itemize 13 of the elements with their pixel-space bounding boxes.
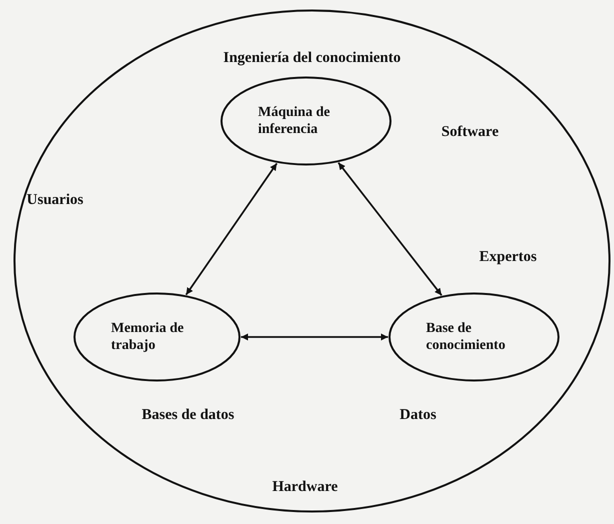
- text-label: Software: [441, 122, 499, 142]
- double-arrow: [185, 162, 278, 296]
- double-arrow: [241, 334, 388, 340]
- diagram-heading: Ingeniería del conocimiento: [223, 49, 401, 68]
- text-label: Bases de datos: [142, 406, 234, 425]
- text-label: Hardware: [272, 478, 338, 497]
- node-label: Base de conocimiento: [426, 320, 506, 354]
- double-arrow: [338, 162, 442, 296]
- text-label: Usuarios: [26, 190, 84, 210]
- node-label: Máquina de inferencia: [258, 104, 331, 138]
- node-label: Memoria de trabajo: [111, 320, 185, 354]
- text-label: Datos: [400, 406, 436, 425]
- text-label: Expertos: [479, 248, 537, 267]
